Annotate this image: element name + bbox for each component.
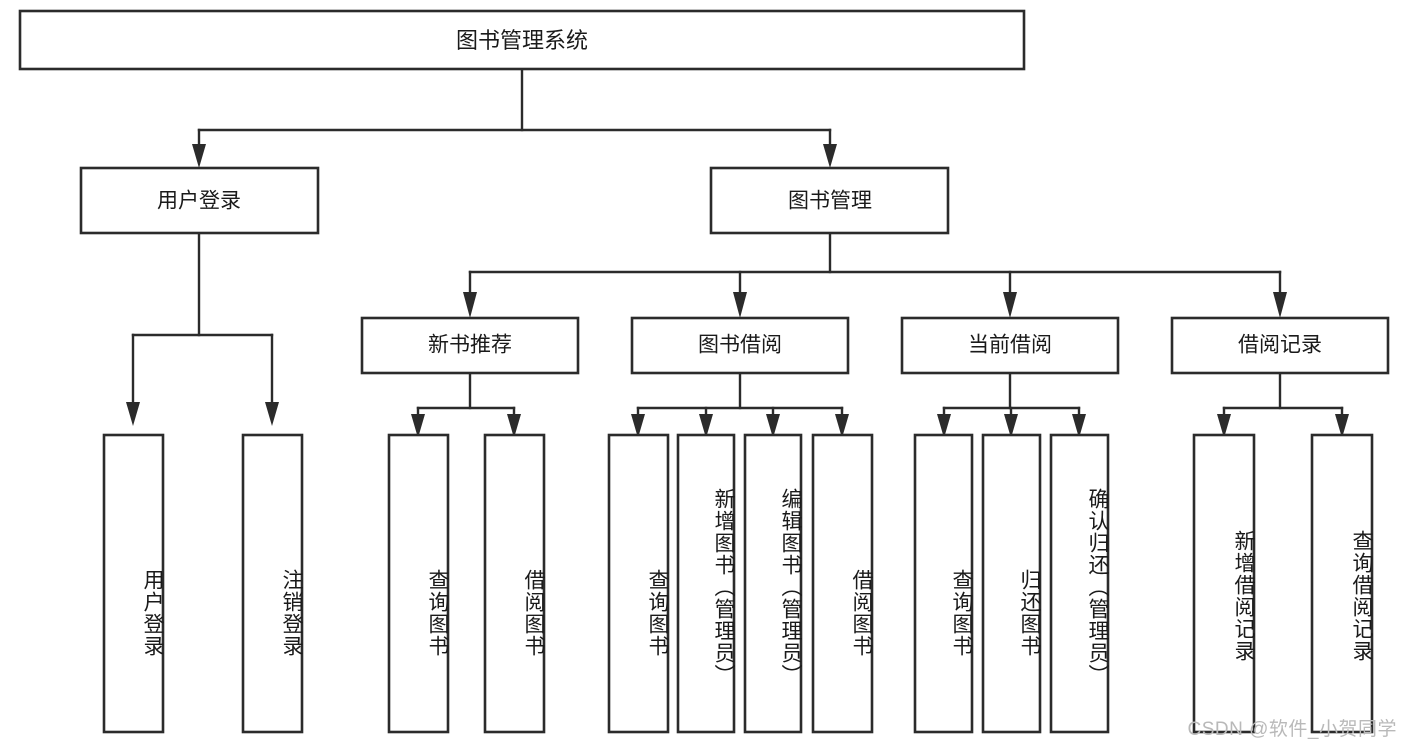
leaf-confirm-return-box[interactable]: [1049, 433, 1110, 734]
arrowhead-borrow-record: [1273, 292, 1287, 318]
arrowhead-leaf-edit-book: [766, 414, 780, 438]
leaf-query-book-1-box[interactable]: [387, 433, 450, 734]
arrowhead-leaf-user-login: [126, 402, 140, 426]
node-borrow-record-label: 借阅记录: [1238, 334, 1322, 357]
arrowhead-leaf-confirm-return: [1072, 414, 1086, 438]
arrowhead-current-borrow: [1003, 292, 1017, 318]
leaf-query-book-2-box[interactable]: [607, 433, 670, 734]
node-book-borrow[interactable]: 图书借阅: [630, 316, 850, 375]
arrowhead-book-manage: [823, 144, 837, 168]
arrowhead-leaf-query-book-2: [631, 414, 645, 438]
leaf-return-book-box[interactable]: [981, 433, 1042, 734]
node-user-login[interactable]: 用户登录: [79, 166, 320, 235]
node-root[interactable]: 图书管理系统: [18, 9, 1026, 71]
node-root-label: 图书管理系统: [456, 28, 588, 53]
arrowhead-leaf-return-book: [1004, 414, 1018, 438]
leaf-add-book-box[interactable]: [676, 433, 736, 734]
node-new-book-recommend-box[interactable]: [360, 316, 580, 375]
node-user-login-box[interactable]: [79, 166, 320, 235]
leaf-user-login-box[interactable]: [102, 433, 165, 734]
arrowhead-book-borrow: [733, 292, 747, 318]
leaf-borrow-book-2-box[interactable]: [811, 433, 874, 734]
node-borrow-record-box[interactable]: [1170, 316, 1390, 375]
leaf-add-record-box[interactable]: [1192, 433, 1256, 734]
arrowhead-leaf-borrow-book-2: [835, 414, 849, 438]
leaf-borrow-book-1-box[interactable]: [483, 433, 546, 734]
leaf-box-group: [102, 433, 1374, 734]
node-root-box[interactable]: [18, 9, 1026, 71]
node-current-borrow-label: 当前借阅: [968, 334, 1052, 357]
arrowhead-leaf-borrow-book-1: [507, 414, 521, 438]
node-current-borrow-box[interactable]: [900, 316, 1120, 375]
watermark-text: CSDN @软件_小贺同学: [1187, 719, 1397, 740]
arrowhead-leaf-add-record: [1217, 414, 1231, 438]
leaf-logout-login-box[interactable]: [241, 433, 304, 734]
arrowhead-leaf-query-book-3: [937, 414, 951, 438]
arrowhead-new-book-recommend: [463, 292, 477, 318]
node-book-manage-box[interactable]: [709, 166, 950, 235]
leaf-edit-book-box[interactable]: [743, 433, 803, 734]
arrowhead-group: [126, 144, 1349, 438]
node-book-manage-label: 图书管理: [788, 190, 872, 213]
node-borrow-record[interactable]: 借阅记录: [1170, 316, 1390, 375]
node-user-login-label: 用户登录: [157, 190, 241, 213]
arrowhead-leaf-logout-login: [265, 402, 279, 426]
arrowhead-leaf-query-book-1: [411, 414, 425, 438]
node-new-book-recommend[interactable]: 新书推荐: [360, 316, 580, 375]
node-book-borrow-box[interactable]: [630, 316, 850, 375]
arrowhead-leaf-query-record: [1335, 414, 1349, 438]
arrowhead-leaf-add-book: [699, 414, 713, 438]
node-book-borrow-label: 图书借阅: [698, 334, 782, 357]
node-new-book-recommend-label: 新书推荐: [428, 334, 512, 357]
node-current-borrow[interactable]: 当前借阅: [900, 316, 1120, 375]
leaf-query-record-box[interactable]: [1310, 433, 1374, 734]
arrowhead-user-login: [192, 144, 206, 168]
leaf-query-book-3-box[interactable]: [913, 433, 974, 734]
node-book-manage[interactable]: 图书管理: [709, 166, 950, 235]
